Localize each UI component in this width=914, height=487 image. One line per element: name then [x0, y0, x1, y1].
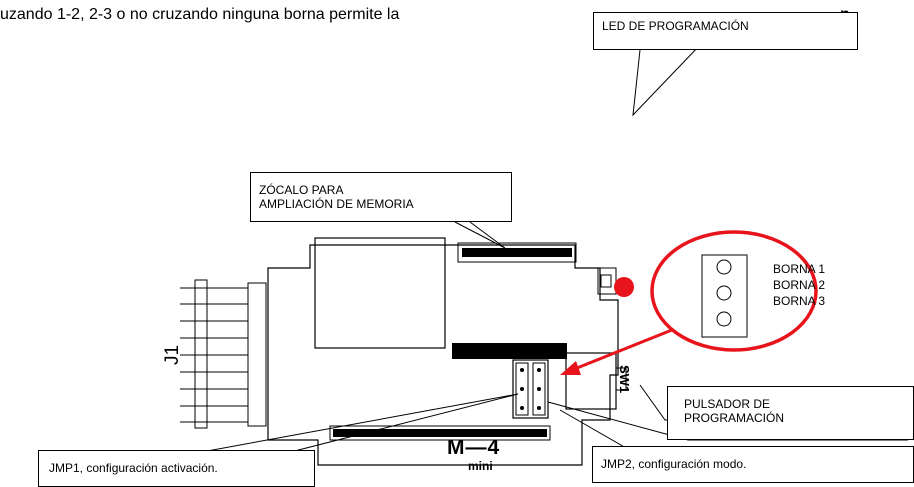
- terminal-3-icon: [716, 311, 732, 327]
- jmp1-pointer: [179, 393, 519, 457]
- model-sub-label: mini: [468, 459, 493, 473]
- bottom-strip: [329, 425, 551, 441]
- terminal-1-icon: [716, 259, 732, 275]
- sw1-label: SW1: [617, 365, 632, 394]
- intro-text: uzando 1-2, 2-3 o no cruzando ninguna bo…: [0, 6, 399, 24]
- memory-socket: [457, 242, 577, 263]
- jmp2-callout: JMP2, configuración modo.: [592, 446, 914, 483]
- pushbutton-callout-line2: PROGRAMACIÓN: [684, 411, 785, 425]
- socket-callout-pointer: [454, 221, 506, 249]
- jmp2-callout-text: JMP2, configuración modo.: [601, 457, 747, 471]
- j1-connector: [180, 279, 267, 429]
- jmp1-callout-text: JMP1, configuración activación.: [49, 461, 218, 475]
- terminal-1-label: BORNA 1: [773, 262, 826, 276]
- socket-callout-line2: AMPLIACIÓN DE MEMORIA: [259, 197, 414, 211]
- j1-label: J1: [162, 344, 183, 365]
- bottom-strip-fill: [333, 429, 547, 437]
- pushbutton-callout-line1: PULSADOR DE: [684, 397, 771, 411]
- model-label: M—4: [447, 436, 501, 459]
- red-arrow-head: [560, 361, 581, 375]
- sw1-switch: [565, 352, 627, 410]
- jmp2-pointer: [547, 401, 908, 441]
- terminal-2-label: BORNA 2: [773, 278, 826, 292]
- jmp1-callout: JMP1, configuración activación.: [38, 450, 315, 487]
- jumpers: [512, 359, 549, 419]
- memory-socket-slot: [462, 248, 572, 257]
- led-callout-pointer: [632, 44, 701, 117]
- led-callout-text: LED DE PROGRAMACIÓN: [602, 19, 749, 33]
- pushbutton-callout: PULSADOR DE PROGRAMACIÓN: [667, 386, 914, 440]
- pushbutton-pointer: [639, 384, 668, 421]
- led: [597, 267, 634, 297]
- led-callout: LED DE PROGRAMACIÓN: [593, 12, 858, 50]
- terminal-3-label: BORNA 3: [773, 294, 826, 308]
- socket-callout: ZÓCALO PARA AMPLIACIÓN DE MEMORIA: [250, 172, 512, 222]
- red-arrow-line: [571, 328, 673, 372]
- socket-callout-line1: ZÓCALO PARA: [259, 183, 344, 197]
- main-chip: [314, 237, 446, 349]
- intro-text-visible: uzando 1-2, 2-3 o no cruzando ninguna bo…: [0, 6, 400, 23]
- zoom-circle: [650, 230, 818, 352]
- terminal-2-icon: [716, 285, 732, 301]
- board-outline: [267, 244, 619, 466]
- small-component: [452, 343, 567, 359]
